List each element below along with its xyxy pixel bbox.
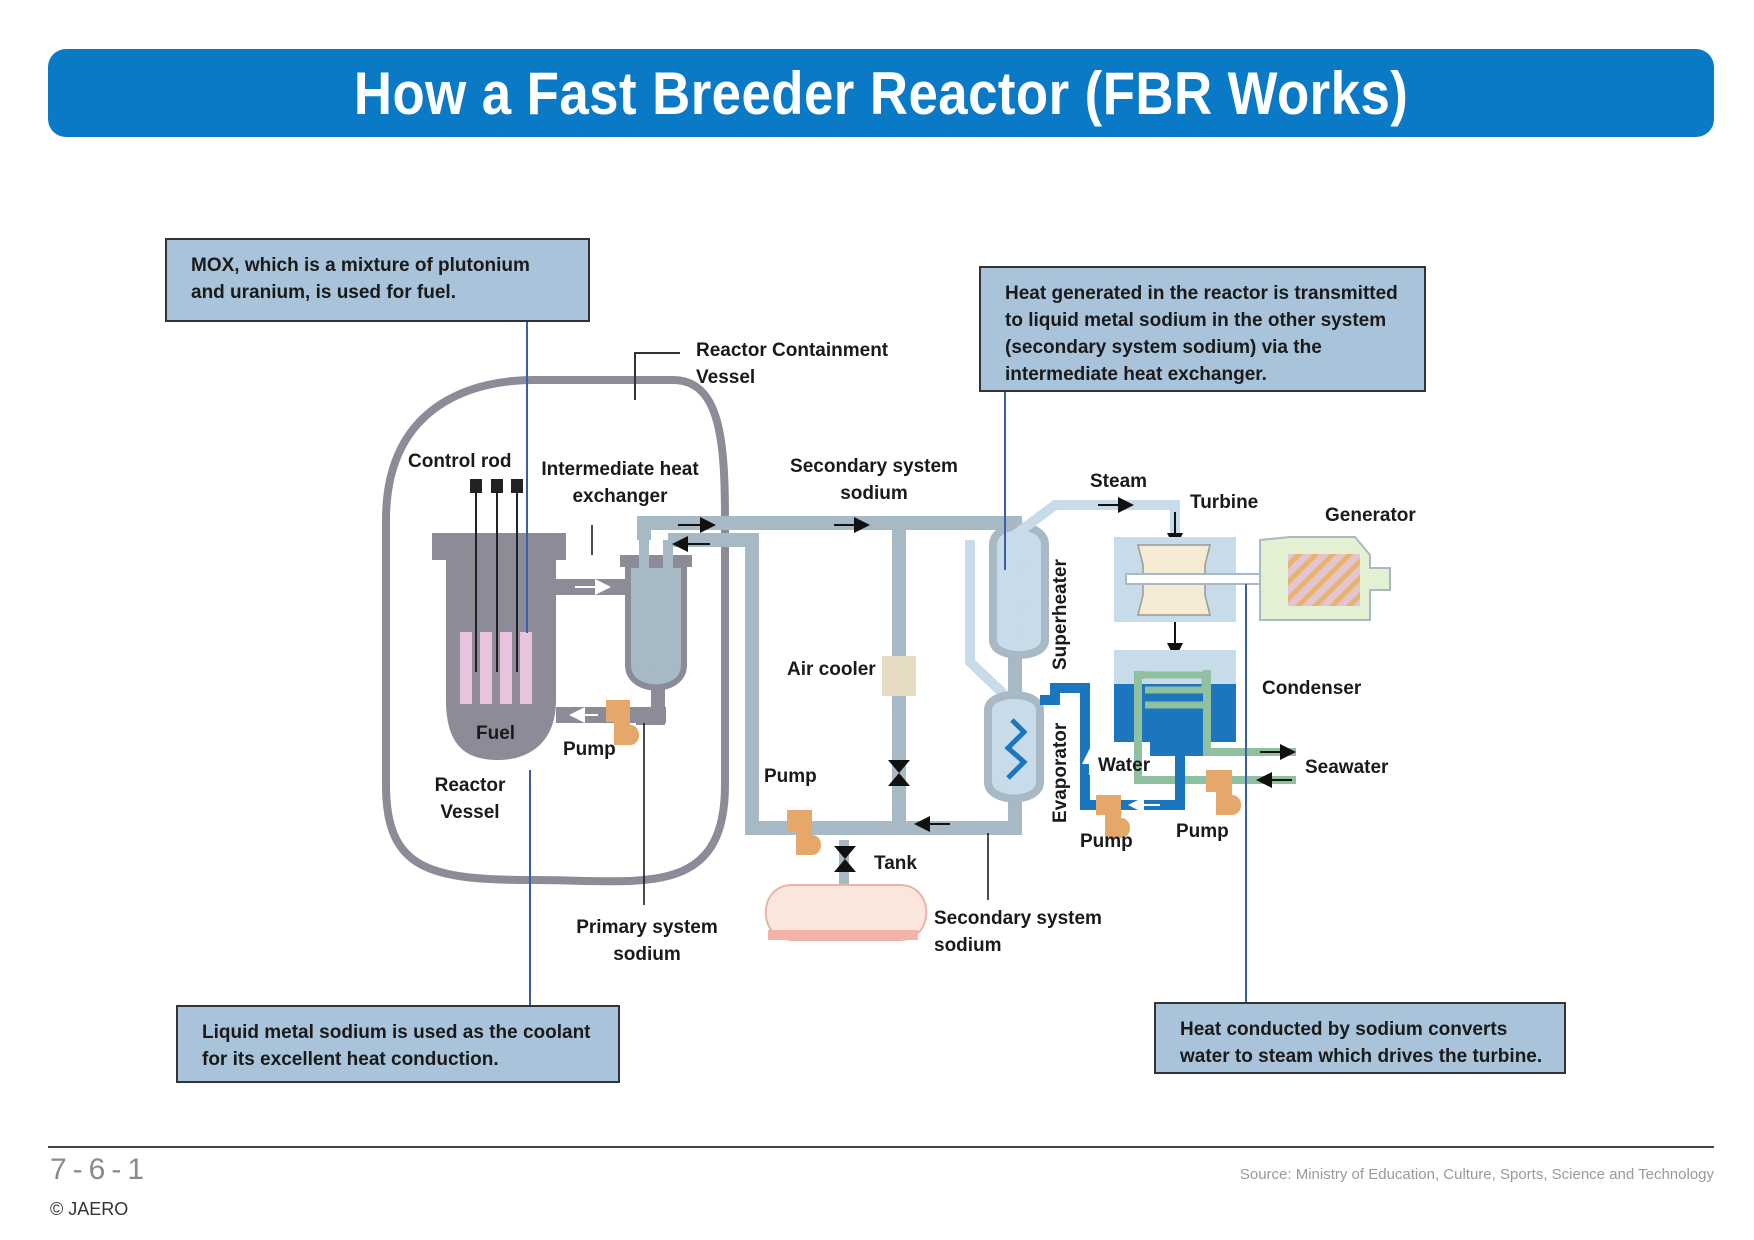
pump-water [1096,795,1130,838]
label-evaporator: Evaporator [1050,722,1071,823]
title-banner: How a Fast Breeder Reactor (FBR Works) [48,49,1714,137]
callout-turbine-text: Heat conducted by sodium converts water … [1180,1019,1543,1067]
generator-core [1288,554,1360,606]
fuel-rod [520,632,532,704]
label-containment: Reactor Containment Vessel [696,337,888,391]
evaporator-coil [1004,718,1028,780]
footer-divider [48,1146,1714,1148]
page-title: How a Fast Breeder Reactor (FBR Works) [353,59,1409,127]
label-turbine: Turbine [1190,492,1259,513]
label-control-rod: Control rod [408,451,512,472]
label-generator: Generator [1325,505,1416,526]
ihx-shell [625,562,687,691]
callout-coolant-text: Liquid metal sodium is used as the coola… [202,1022,591,1070]
secondary-loop-outer [637,516,1022,835]
fuel-rod [500,632,512,704]
containment-vessel [382,376,729,886]
pump-secondary [787,810,821,855]
label-pump-seawater: Pump [1176,821,1229,842]
label-ihx: Intermediate heat exchanger [532,456,708,510]
callout-turbine: Heat conducted by sodium converts water … [1154,1002,1566,1074]
label-reactor-vessel-line2: Vessel [440,802,500,823]
label-condenser: Condenser [1262,678,1362,699]
fuel-rod [460,632,472,704]
label-reactor-vessel-line1: Reactor [434,775,506,796]
pump-primary [606,700,639,745]
label-primary: Primary system sodium [562,914,732,968]
label-secondary-top-line1: Secondary system [790,456,958,477]
valve [888,760,910,786]
pump-seawater [1206,770,1241,815]
label-seawater: Seawater [1305,757,1389,778]
containment-leader [634,352,680,400]
copyright: © JAERO [50,1199,129,1219]
label-superheater: Superheater [1050,559,1071,670]
superheater-coil [1007,542,1037,643]
callout-mox: MOX, which is a mixture of plutonium and… [165,238,590,322]
label-pump-secondary: Pump [764,766,817,787]
label-ihx-line2: exchanger [572,486,668,507]
label-steam: Steam [1090,471,1148,492]
label-ihx-line1: Intermediate heat [541,459,699,480]
ihx-outlet-pipe [636,685,665,725]
label-secondary-bottom-line2: sodium [934,935,1002,956]
label-secondary-bottom: Secondary system sodium [934,905,1102,959]
callout-heat-transfer: Heat generated in the reactor is transmi… [979,266,1426,392]
label-containment-line1: Reactor Containment [696,340,889,361]
label-secondary-bottom-line1: Secondary system [934,908,1102,929]
control-rod-head [511,479,523,493]
label-pump-water: Pump [1080,831,1133,852]
source-credit: Source: Ministry of Education, Culture, … [1239,1166,1714,1183]
label-pump-primary: Pump [563,739,616,760]
label-air-cooler: Air cooler [787,659,876,680]
fuel-rod [480,632,492,704]
superheater-pipe [965,540,1014,704]
ihx-u-tube [639,525,673,681]
label-reactor-vessel: Reactor Vessel [420,772,520,826]
label-secondary-top: Secondary system sodium [782,453,966,507]
evaporator [984,691,1044,803]
label-tank: Tank [874,853,917,874]
label-water: Water [1098,755,1151,776]
callout-coolant: Liquid metal sodium is used as the coola… [176,1005,620,1083]
condenser-top [1114,650,1236,685]
control-rod-head [470,479,482,493]
callout-heat-transfer-text: Heat generated in the reactor is transmi… [1005,283,1398,385]
air-cooler [882,656,916,696]
callout-mox-text: MOX, which is a mixture of plutonium and… [191,255,530,303]
tank-liquid [768,930,918,940]
page-number: 7-6-1 [50,1153,151,1186]
label-fuel: Fuel [476,723,516,744]
control-rod-head [491,479,503,493]
label-primary-line2: sodium [613,944,681,965]
label-primary-line1: Primary system [576,917,718,938]
valve [834,846,856,872]
label-containment-line2: Vessel [696,367,756,388]
water-line [1040,683,1185,810]
label-secondary-top-line2: sodium [840,483,908,504]
